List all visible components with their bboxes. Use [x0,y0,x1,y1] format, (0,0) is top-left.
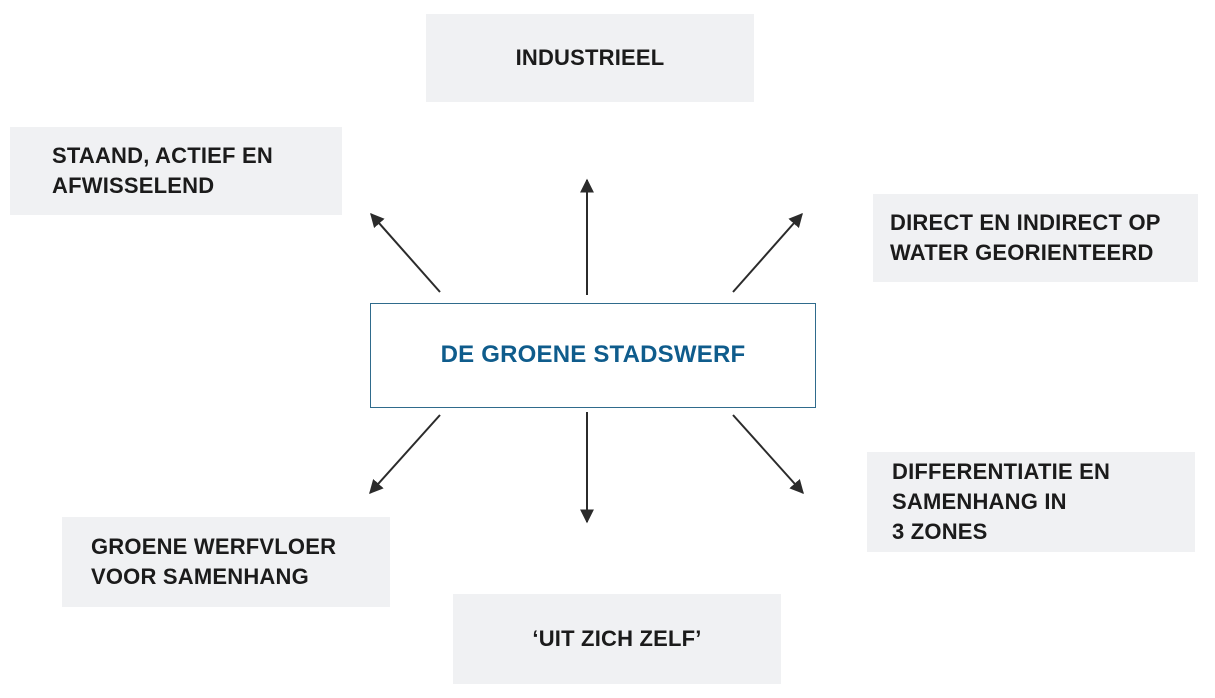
arrow-up-right [732,212,803,293]
core-node-de-groene-stadswerf[interactable]: DE GROENE STADSWERF [370,303,816,408]
node-label-line: INDUSTRIEEL [515,45,665,71]
node-staand-actief-afwisselend[interactable]: STAAND, ACTIEF EN AFWISSELEND [10,127,342,215]
node-label-line: AFWISSELEND [52,173,215,198]
node-label-line: ‘UIT ZICH ZELF’ [532,626,702,652]
node-label-line: SAMENHANG IN [892,489,1067,515]
core-node-label: DE GROENE STADSWERF [440,341,746,369]
node-label-line: STAAND, ACTIEF EN [52,143,273,169]
node-groene-werfvloer-samenhang[interactable]: GROENE WERFVLOER VOOR SAMENHANG [62,517,390,607]
node-uit-zich-zelf[interactable]: ‘UIT ZICH ZELF’ [453,594,781,684]
node-label-line: DIRECT EN INDIRECT OP [890,210,1161,236]
node-industrieel[interactable]: INDUSTRIEEL [426,14,754,102]
node-label-line: WATER GEORIENTEERD [890,240,1154,265]
node-differentiatie-samenhang-zones[interactable]: DIFFERENTIATIE EN SAMENHANG IN 3 ZONES [867,452,1195,552]
node-direct-indirect-water[interactable]: DIRECT EN INDIRECT OP WATER GEORIENTEERD [873,194,1198,282]
arrow-down-left [369,414,441,495]
arrow-up-left [370,212,441,293]
node-label-line: VOOR SAMENHANG [91,564,309,589]
node-label-line: DIFFERENTIATIE EN [892,459,1111,485]
node-label-line: 3 ZONES [892,518,988,544]
node-label-line: GROENE WERFVLOER [91,534,337,560]
arrow-down-right [732,414,804,495]
